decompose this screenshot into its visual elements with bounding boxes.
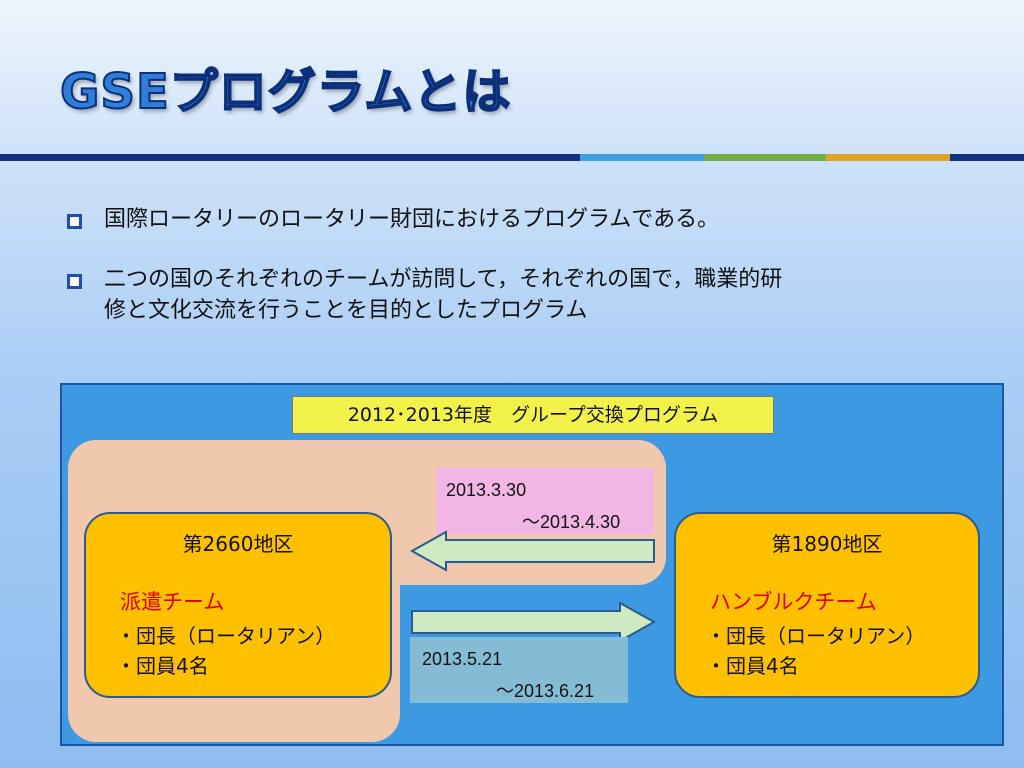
period-start: 2013.5.21 <box>422 649 503 669</box>
member-line: ・団長（ロータリアン） <box>116 624 336 648</box>
outbound-period-box: 2013.5.21 ～2013.6.21 <box>410 637 628 703</box>
bullet-text-1: 国際ロータリーのロータリー財団におけるプログラムである。 <box>104 204 719 235</box>
member-line: ・団員4名 <box>116 654 209 678</box>
slide-title: GSEプログラムとは <box>59 63 512 121</box>
bullet-icon <box>67 274 82 289</box>
outbound-arrow-icon <box>411 601 657 643</box>
district-2660-box: 第2660地区 <box>84 512 392 698</box>
inbound-period-box: 2013.3.30 ～2013.4.30 <box>436 468 654 534</box>
district-name: 第2660地区 <box>182 532 294 556</box>
bullet-icon <box>67 214 82 229</box>
bullet-line: 国際ロータリーのロータリー財団におけるプログラムである。 <box>104 207 720 232</box>
period-start: 2013.3.30 <box>446 480 527 500</box>
member-line: ・団員4名 <box>706 654 799 678</box>
team-label: ハンブルクチーム <box>710 590 877 614</box>
title-rule-blue <box>580 154 704 161</box>
inbound-arrow-icon <box>409 530 655 572</box>
district-1890-box: 第1890地区 <box>674 512 980 698</box>
title-rule-green <box>704 154 826 161</box>
title-rule-navy-end <box>950 154 1024 161</box>
title-rule-orange <box>826 154 950 161</box>
bullet-line: 二つの国のそれぞれのチームが訪問して，それぞれの国で，職業的研 <box>104 267 783 292</box>
bullet-text-2: 二つの国のそれぞれのチームが訪問して，それぞれの国で，職業的研 修と文化交流を行… <box>104 264 782 326</box>
bullet-line: 修と文化交流を行うことを目的としたプログラム <box>104 298 588 323</box>
district-name: 第1890地区 <box>771 532 883 556</box>
period-end: ～2013.4.30 <box>522 512 621 532</box>
period-end: ～2013.6.21 <box>496 681 595 701</box>
diagram-caption: 2012･2013年度 グループ交換プログラム <box>292 396 774 434</box>
member-line: ・団長（ロータリアン） <box>706 624 926 648</box>
team-label: 派遣チーム <box>120 590 225 614</box>
title-rule-navy <box>0 154 580 161</box>
